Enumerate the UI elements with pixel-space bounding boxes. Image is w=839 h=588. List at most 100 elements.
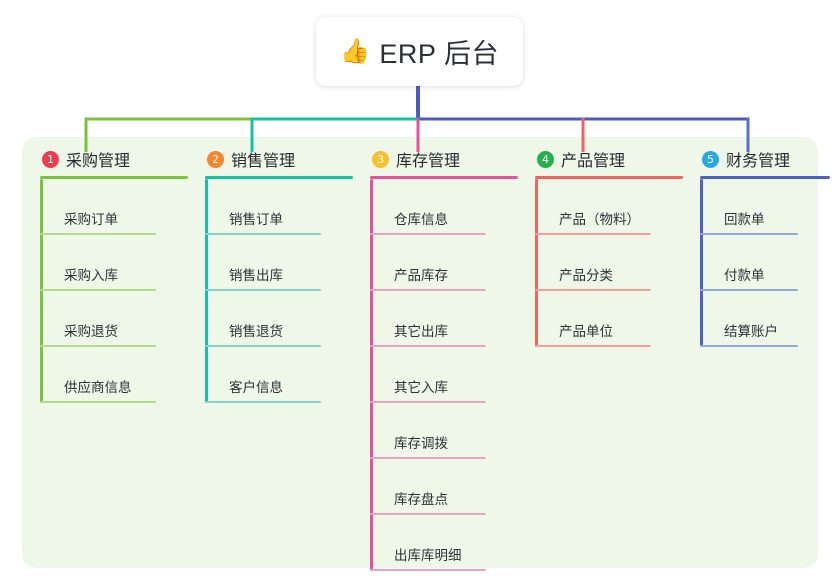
branch-children: 采购订单采购入库采购退货供应商信息 [40,179,188,403]
leaf-item[interactable]: 产品分类 [535,235,683,291]
leaf-item-underline [205,289,321,291]
leaf-item-underline [205,345,321,347]
leaf-item-label: 采购入库 [64,268,118,283]
leaf-item-label: 结算账户 [724,324,778,339]
leaf-item-underline [40,289,156,291]
leaf-item-label: 采购订单 [64,212,118,227]
branch-title: 财务管理 [726,153,791,170]
leaf-item-label: 客户信息 [229,380,283,395]
branch-title: 销售管理 [231,153,296,170]
branch-underline [205,176,353,179]
leaf-item-label: 仓库信息 [394,212,448,227]
branch-title: 产品管理 [561,153,626,170]
leaf-item-label: 销售订单 [229,212,283,227]
leaf-item-label: 库存调拨 [394,436,448,451]
leaf-item[interactable]: 回款单 [700,179,830,235]
root-title-text: ERP 后台 [379,39,499,69]
leaf-item-label: 其它出库 [394,324,448,339]
branch-column-5: 5 财务管理回款单付款单结算账户 [700,146,830,347]
branch-children: 仓库信息产品库存其它出库其它入库库存调拨库存盘点出库库明细 [370,179,518,571]
leaf-item[interactable]: 销售出库 [205,235,353,291]
branch-children: 回款单付款单结算账户 [700,179,830,347]
leaf-item-underline [40,401,156,403]
branch-column-4: 4 产品管理产品（物料） 产品分类产品单位 [535,146,683,347]
leaf-item[interactable]: 销售订单 [205,179,353,235]
leaf-item[interactable]: 供应商信息 [40,347,188,403]
leaf-item-label: 销售退货 [229,324,283,339]
leaf-item[interactable]: 产品（物料） [535,179,683,235]
leaf-item[interactable]: 采购退货 [40,291,188,347]
leaf-item-underline [370,457,486,459]
branch-header-5[interactable]: 5 财务管理 [700,146,830,172]
branch-underline [40,176,188,179]
leaf-item-label: 采购退货 [64,324,118,339]
leaf-item-underline [535,289,651,291]
leaf-item-label: 产品库存 [394,268,448,283]
leaf-item-underline [700,289,798,291]
leaf-item-label: 其它入库 [394,380,448,395]
branch-spine [370,179,373,571]
leaf-item[interactable]: 出库库明细 [370,515,518,571]
leaf-item-underline [700,233,798,235]
thumbs-up-icon: 👍 [340,37,371,65]
leaf-item-underline [40,345,156,347]
branch-header-1[interactable]: 1 采购管理 [40,146,188,172]
branch-number-badge: 5 [702,150,719,168]
leaf-item-underline [370,513,486,515]
branch-title: 库存管理 [396,153,461,170]
leaf-item-underline [40,233,156,235]
root-node-label: 👍 ERP 后台 [340,32,499,71]
branch-column-1: 1 采购管理采购订单采购入库采购退货供应商信息 [40,146,188,403]
branch-number-badge: 3 [372,150,389,168]
leaf-item[interactable]: 库存盘点 [370,459,518,515]
branch-underline [535,176,683,179]
root-node[interactable]: 👍 ERP 后台 [316,17,523,86]
leaf-item[interactable]: 产品单位 [535,291,683,347]
branch-spine [205,179,208,403]
branch-column-3: 3 库存管理仓库信息产品库存其它出库其它入库库存调拨库存盘点出库库明细 [370,146,518,571]
leaf-item-underline [535,345,651,347]
leaf-item-label: 产品分类 [559,268,613,283]
leaf-item[interactable]: 其它入库 [370,347,518,403]
leaf-item-label: 库存盘点 [394,492,448,507]
leaf-item-underline [370,345,486,347]
branch-children: 产品（物料） 产品分类产品单位 [535,179,683,347]
branch-title: 采购管理 [66,153,131,170]
leaf-item-underline [205,233,321,235]
leaf-item[interactable]: 付款单 [700,235,830,291]
branch-number-badge: 1 [42,150,59,168]
leaf-item-underline [700,345,798,347]
leaf-item-label: 回款单 [724,212,765,227]
branch-spine [40,179,43,403]
branch-header-3[interactable]: 3 库存管理 [370,146,518,172]
leaf-item[interactable]: 结算账户 [700,291,830,347]
branch-children: 销售订单销售出库销售退货客户信息 [205,179,353,403]
leaf-item[interactable]: 采购入库 [40,235,188,291]
branch-underline [700,176,830,179]
leaf-item[interactable]: 产品库存 [370,235,518,291]
leaf-item[interactable]: 销售退货 [205,291,353,347]
branch-number-badge: 4 [537,150,554,168]
leaf-item[interactable]: 其它出库 [370,291,518,347]
leaf-item[interactable]: 客户信息 [205,347,353,403]
leaf-item-label: 付款单 [724,268,765,283]
leaf-item[interactable]: 库存调拨 [370,403,518,459]
branch-header-4[interactable]: 4 产品管理 [535,146,683,172]
leaf-item[interactable]: 仓库信息 [370,179,518,235]
leaf-item-label: 产品单位 [559,324,613,339]
branch-spine [700,179,703,347]
leaf-item[interactable]: 采购订单 [40,179,188,235]
leaf-item-label: 出库库明细 [394,548,462,563]
branch-spine [535,179,538,347]
leaf-item-underline [370,401,486,403]
leaf-item-underline [535,233,651,235]
leaf-item-underline [370,233,486,235]
leaf-item-underline [370,289,486,291]
leaf-item-underline [205,401,321,403]
diagram-panel [22,137,818,568]
leaf-item-underline [370,569,486,571]
